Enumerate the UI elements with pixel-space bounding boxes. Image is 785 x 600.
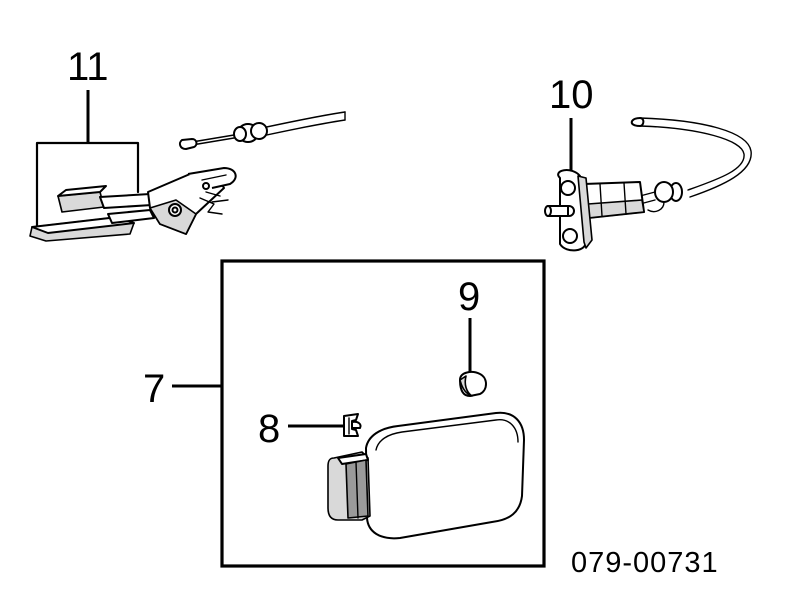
part-11-cable (178, 111, 346, 150)
part-11-housing (147, 167, 237, 235)
part-7-fuel-lid-assembly (172, 259, 546, 568)
part-10-cable (630, 117, 752, 213)
part-10-flange (544, 169, 593, 252)
part-9-cushion (459, 318, 487, 397)
part-8-clip (288, 413, 362, 437)
fuel-lid-door (327, 411, 525, 540)
drawing-code: 079-00731 (571, 547, 719, 579)
callout-10: 10 (549, 73, 594, 117)
callout-8: 8 (258, 407, 280, 451)
part-11-lever-handle (29, 185, 155, 242)
callout-7: 7 (143, 367, 165, 411)
callout-11: 11 (67, 45, 109, 89)
part-10-cable-assembly (544, 117, 752, 252)
part-10-connector (583, 181, 645, 219)
callout-9: 9 (458, 275, 480, 319)
part-7-frame (220, 259, 546, 568)
part-11-opener-lever-assembly (29, 90, 346, 242)
